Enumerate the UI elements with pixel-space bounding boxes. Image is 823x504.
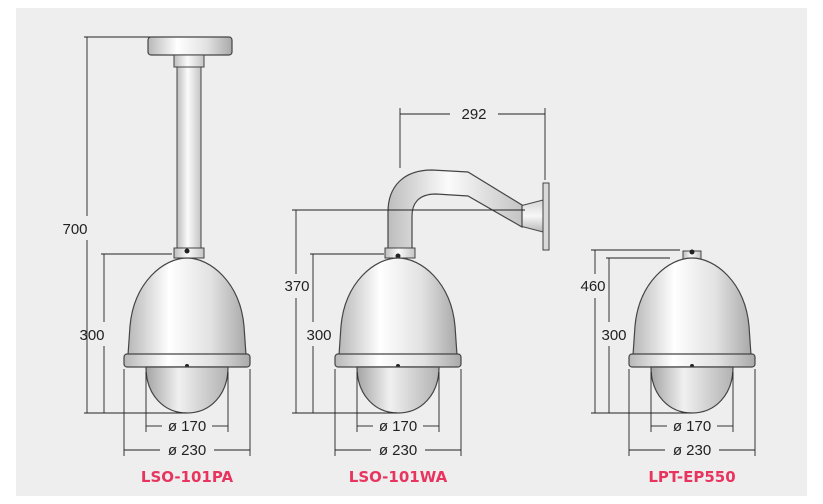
lower-dome [145, 366, 229, 414]
dim-housing-height: 300 [79, 327, 104, 344]
dim-dome-diameter: ø 170 [379, 418, 417, 435]
dim-housing-diameter: ø 230 [379, 442, 417, 459]
dim-housing-diameter: ø 230 [168, 442, 206, 459]
dome-housing [127, 257, 247, 356]
dim-total-height: 700 [62, 221, 87, 238]
dim-housing-height: 300 [601, 327, 626, 344]
lower-dome [650, 366, 734, 414]
dim-arm-reach: 292 [461, 106, 486, 123]
dim-total-height: 460 [580, 278, 605, 295]
wall-plate [542, 182, 550, 251]
wall-bracket-flange [519, 199, 544, 233]
pipe-collar [173, 54, 205, 68]
dim-dome-diameter: ø 170 [168, 418, 206, 435]
model-label: LPT-EP550 [648, 468, 735, 486]
lower-dome [356, 366, 440, 414]
camera-lpt-ep550: 460 300 ø 170 ø 230 LPT-EP550 [580, 249, 756, 486]
dim-total-height: 370 [284, 278, 309, 295]
dim-housing-diameter: ø 230 [673, 442, 711, 459]
wall-arm [387, 169, 523, 251]
ceiling-plate [147, 36, 233, 56]
camera-lso-101wa: 292 370 300 ø 170 ø 230 LSO-101WA [284, 106, 550, 486]
model-label: LSO-101PA [141, 468, 234, 486]
model-label: LSO-101WA [349, 468, 448, 486]
dim-dome-diameter: ø 170 [673, 418, 711, 435]
dome-housing [632, 257, 752, 356]
dome-housing [338, 257, 458, 356]
camera-lso-101pa: 700 300 ø 170 ø 230 LSO-101PA [62, 36, 251, 486]
pendant-pipe [176, 66, 202, 251]
dim-housing-height: 300 [306, 327, 331, 344]
